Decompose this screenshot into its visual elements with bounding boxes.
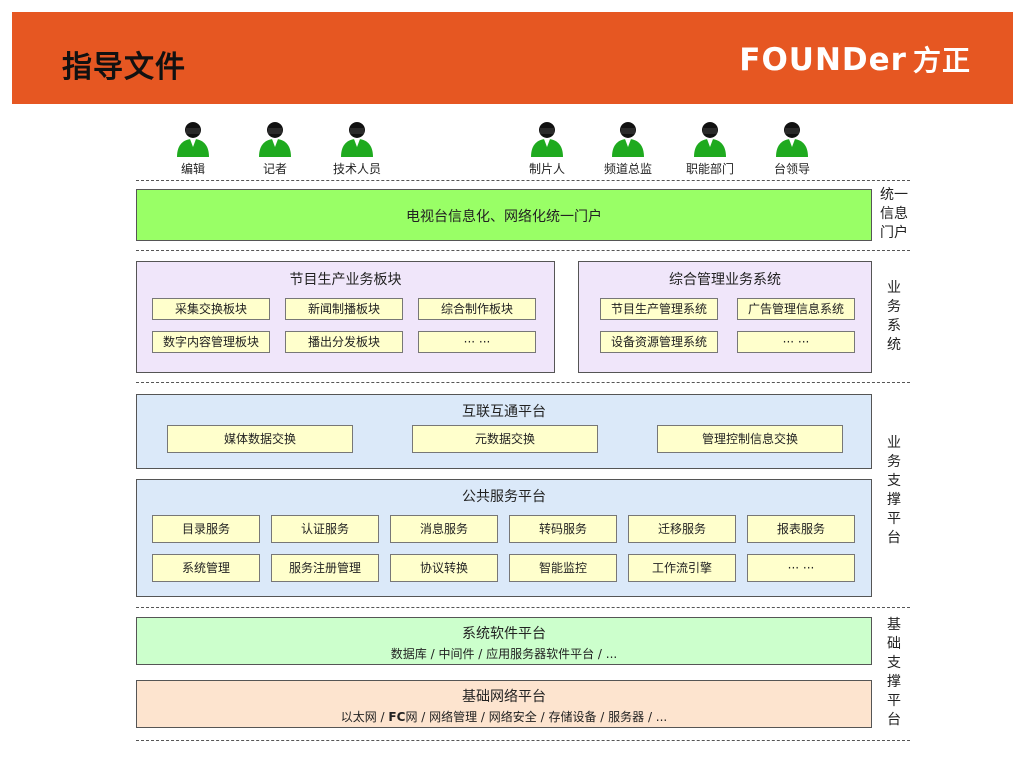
person-icon (776, 122, 808, 157)
logo-text: FOUNDer (739, 42, 907, 78)
person-icon (694, 122, 726, 157)
software-title: 系统软件平台 (462, 626, 546, 642)
public-service-title: 公共服务平台 (462, 489, 546, 505)
user-label: 职能部门 (685, 162, 734, 176)
service-item: 转码服务 (509, 515, 617, 543)
user-label: 技术人员 (332, 162, 381, 176)
user-producer: 制片人 (512, 120, 582, 177)
module-item: 设备资源管理系统 (600, 331, 718, 353)
module-item: 综合制作板块 (418, 298, 536, 320)
user-functional-dept: 职能部门 (675, 120, 745, 177)
module-item: 节目生产管理系统 (600, 298, 718, 320)
side-label-base: 基础支撑平台 (887, 617, 901, 728)
side-label-support: 业务支撑平台 (887, 435, 901, 546)
separator-line (136, 250, 910, 251)
service-item: 协议转换 (390, 554, 498, 582)
separator-line (136, 740, 910, 741)
logo-cn: 方正 (912, 44, 971, 77)
service-item: 目录服务 (152, 515, 260, 543)
network-desc-suffix: 网 / 网络管理 / 网络安全 / 存储设备 / 服务器 / ... (405, 710, 668, 724)
module-item: 播出分发板块 (285, 331, 403, 353)
management-business-box: 综合管理业务系统 节目生产管理系统 广告管理信息系统 设备资源管理系统 ··· … (578, 261, 872, 373)
module-item: 采集交换板块 (152, 298, 270, 320)
network-title: 基础网络平台 (462, 689, 546, 705)
module-item: 广告管理信息系统 (737, 298, 855, 320)
separator-line (136, 382, 910, 383)
exchange-item: 管理控制信息交换 (657, 425, 843, 453)
exchange-item: 媒体数据交换 (167, 425, 353, 453)
separator-line (136, 607, 910, 608)
side-label-business: 业务系统 (887, 280, 901, 353)
service-item: 迁移服务 (628, 515, 736, 543)
portal-label: 电视台信息化、网络化统一门户 (406, 209, 602, 225)
separator-line (136, 180, 910, 181)
user-label: 制片人 (528, 162, 565, 176)
page-title: 指导文件 (62, 50, 186, 85)
module-item: 数字内容管理板块 (152, 331, 270, 353)
user-label: 编辑 (180, 162, 205, 176)
person-icon (177, 122, 209, 157)
production-title: 节目生产业务板块 (289, 272, 402, 288)
module-item: ··· ··· (737, 331, 855, 353)
user-label: 频道总监 (603, 162, 652, 176)
person-icon (341, 122, 373, 157)
user-station-leader: 台领导 (757, 120, 827, 177)
software-desc: 数据库 / 中间件 / 应用服务器软件平台 / ... (390, 647, 618, 661)
service-item: 服务注册管理 (271, 554, 379, 582)
exchange-item: 元数据交换 (412, 425, 598, 453)
service-item: 系统管理 (152, 554, 260, 582)
service-item: ··· ··· (747, 554, 855, 582)
network-desc: 以太网 / FC网 / 网络管理 / 网络安全 / 存储设备 / 服务器 / .… (137, 708, 871, 725)
network-desc-prefix: 以太网 / (340, 710, 389, 724)
person-icon (612, 122, 644, 157)
management-title: 综合管理业务系统 (669, 272, 781, 288)
user-label: 记者 (262, 162, 287, 176)
user-reporter: 记者 (240, 120, 310, 177)
side-label-portal: 统一信息门户 (880, 187, 908, 241)
user-tech-staff: 技术人员 (322, 120, 392, 177)
module-item: ··· ··· (418, 331, 536, 353)
interconnect-title: 互联互通平台 (462, 404, 546, 420)
public-service-platform-box: 公共服务平台 目录服务 认证服务 消息服务 转码服务 迁移服务 报表服务 系统管… (136, 479, 872, 597)
network-desc-fc: FC (388, 710, 406, 724)
person-icon (259, 122, 291, 157)
service-item: 消息服务 (390, 515, 498, 543)
unified-portal-box: 电视台信息化、网络化统一门户 (136, 189, 872, 241)
user-editor: 编辑 (158, 120, 228, 177)
service-item: 认证服务 (271, 515, 379, 543)
production-business-box: 节目生产业务板块 采集交换板块 新闻制播板块 综合制作板块 数字内容管理板块 播… (136, 261, 555, 373)
user-channel-director: 频道总监 (593, 120, 663, 177)
person-icon (531, 122, 563, 157)
network-platform-box: 基础网络平台 以太网 / FC网 / 网络管理 / 网络安全 / 存储设备 / … (136, 680, 872, 728)
module-item: 新闻制播板块 (285, 298, 403, 320)
service-item: 报表服务 (747, 515, 855, 543)
user-label: 台领导 (773, 162, 810, 176)
interconnect-platform-box: 互联互通平台 媒体数据交换 元数据交换 管理控制信息交换 (136, 394, 872, 469)
service-item: 智能监控 (509, 554, 617, 582)
system-software-platform-box: 系统软件平台 数据库 / 中间件 / 应用服务器软件平台 / ... (136, 617, 872, 665)
service-item: 工作流引擎 (628, 554, 736, 582)
